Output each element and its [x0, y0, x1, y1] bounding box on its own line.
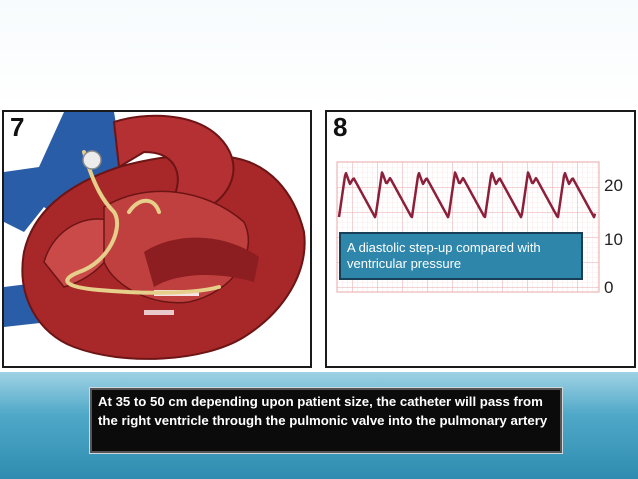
- pressure-trace: [337, 171, 597, 219]
- pressure-tick-10: 10: [604, 230, 623, 249]
- pressure-tick-20: 20: [604, 176, 623, 195]
- balloon-tip: [82, 150, 102, 170]
- catheter-line-branch: [127, 198, 161, 214]
- slide-background-top: [0, 0, 638, 110]
- panel-number-7: 7: [10, 112, 25, 142]
- panel-number-8: 8: [333, 112, 348, 142]
- aorta: [112, 114, 235, 209]
- heart-illustration-panel: 7: [2, 110, 312, 368]
- ventricle-wall: [144, 237, 259, 287]
- catheter-line: [65, 150, 221, 295]
- pressure-waveform-panel: 8 20 10 0 A diastolic step-up compared w…: [325, 110, 636, 368]
- annotation-box: A diastolic step-up compared with ventri…: [339, 232, 583, 280]
- caption-box: At 35 to 50 cm depending upon patient si…: [90, 388, 562, 453]
- heart-catheter-illustration: [4, 112, 306, 360]
- pressure-tick-0: 0: [604, 278, 614, 297]
- valve-highlight-2: [144, 310, 174, 315]
